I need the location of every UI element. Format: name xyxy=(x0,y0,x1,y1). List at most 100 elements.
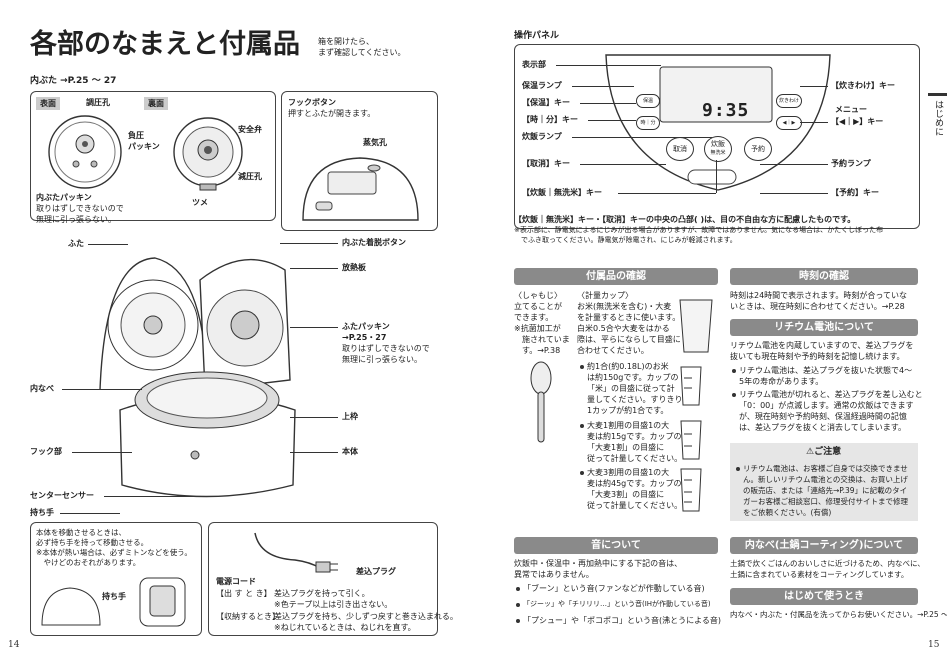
reserve-button-label: 予約 xyxy=(751,145,765,153)
battery-bullet1: リチウム電池は、差込プラグを抜いた状態で4～ 5年の寿命があります。 xyxy=(739,366,913,386)
lid-label: ふた xyxy=(68,239,84,248)
cup-marks-3 xyxy=(680,468,702,512)
menu-select-button[interactable]: 炊きわけ xyxy=(776,94,802,108)
inner-lid-packing: 内ぶたパッキン xyxy=(36,193,92,202)
menu-select-key-label: 【炊きわけ】キー xyxy=(831,81,895,90)
cancel-button-label: 取消 xyxy=(673,145,687,153)
display-leader xyxy=(556,65,661,66)
hook-part-label: フック部 xyxy=(30,447,62,456)
cook-key-leader xyxy=(618,193,716,194)
keep-button[interactable]: 保温 xyxy=(636,94,660,108)
hook-part-leader xyxy=(72,452,132,453)
caution-title: ⚠ご注意 xyxy=(806,447,841,458)
heat-plate-leader xyxy=(290,268,338,269)
keep-lamp-leader xyxy=(572,86,634,87)
cup-text: お米(無洗米を含む)・大麦 を計量するときに使います。 白米0.5合や大麦をはか… xyxy=(577,302,681,355)
caution-dot xyxy=(736,467,740,471)
caution-box xyxy=(730,443,918,521)
keep-lamp-label: 保温ランプ xyxy=(522,81,562,90)
hook-button-note: 押すとふたが開きます。 xyxy=(288,109,376,118)
body-label: 本体 xyxy=(342,447,358,456)
center-sensor-label: センターセンサー xyxy=(30,491,94,500)
handle-illustration xyxy=(41,577,186,627)
arrow-button[interactable]: ◀｜▶ xyxy=(776,116,802,130)
side-tab-bar xyxy=(928,93,947,96)
sound-bullet3-dot xyxy=(516,619,520,623)
sound-bullet2-dot xyxy=(516,603,520,607)
page-title: 各部のなまえと付属品 xyxy=(30,29,300,60)
label-safety-valve: 安全弁 xyxy=(238,125,262,134)
cup-bullet1-dot xyxy=(580,365,584,369)
first-use-header: はじめて使うとき xyxy=(730,588,918,605)
time-button-label: 時｜分 xyxy=(640,120,656,126)
coating-header: 内なべ(土鍋コーティング)について xyxy=(730,537,918,554)
cooker-top-illustration xyxy=(302,157,419,221)
hook-button-title: フックボタン xyxy=(288,98,336,107)
cook-button-sub-label: 無洗米 xyxy=(710,150,726,156)
inner-pot-leader xyxy=(62,389,142,390)
handle-label-top: 持ち手 xyxy=(30,508,54,517)
inner-lid-heading: 内ぶた →P.25 ～ 27 xyxy=(30,76,117,86)
cord-title: 電源コード xyxy=(216,577,256,586)
cup-bullet3: 大麦3割用の目盛1の大 麦は約45gです。カップの 「大麦3割」の目盛に 従って… xyxy=(587,468,683,510)
keep-button-label: 保温 xyxy=(642,98,653,104)
time-key-leader xyxy=(588,120,636,121)
label-pressure-hole: 調圧孔 xyxy=(86,98,110,107)
cord-row2-note: ※ねじれているときは、ねじれを直す。 xyxy=(274,623,416,632)
panel-title: 操作パネル xyxy=(514,31,560,41)
cord-row1-val: 差込プラグを持って引く。 xyxy=(274,589,370,598)
reserve-key-label: 【予約】キー xyxy=(831,188,879,197)
cord-box xyxy=(208,522,438,636)
menu-select-button-label: 炊きわけ xyxy=(778,98,799,104)
sound-bullet3: 「プシュー」や「ポコポコ」という音(沸とうによる音) xyxy=(523,616,721,625)
display-label: 表示部 xyxy=(522,60,546,69)
center-sensor-leader xyxy=(104,496,194,497)
battery-bullet2-dot xyxy=(732,393,736,397)
cord-row2-key: 【収納するとき】 xyxy=(216,612,280,621)
title-note: 箱を開けたら、 まず確認してください。 xyxy=(318,37,406,57)
cup-marks-1 xyxy=(680,366,702,406)
first-use-text: 内なべ・内ぶた・付属品を洗ってからお使いください。→P.25 ～ 27 xyxy=(730,610,947,619)
cup-bullet1: 約1合(約0.18L)のお米 は約150gです。カップの 「米」の目盛に従って計… xyxy=(587,362,683,415)
battery-bullet1-dot xyxy=(732,369,736,373)
label-negative-packing: 負圧 パッキン xyxy=(128,131,160,151)
top-frame-label: 上枠 xyxy=(342,412,358,421)
cook-button[interactable]: 炊飯無洗米 xyxy=(704,136,732,162)
lid-packing-leader xyxy=(290,327,338,328)
panel-note-main: 【炊飯｜無洗米】キー・【取消】キーの中央の凸部( )は、目の不自由な方に配慮した… xyxy=(514,215,856,224)
reserve-button[interactable]: 予約 xyxy=(744,137,772,161)
menu-select-key-leader xyxy=(800,86,828,87)
cancel-key-leader xyxy=(580,164,666,165)
keep-key-label: 【保温】キー xyxy=(522,98,570,107)
page-number-right: 15 xyxy=(928,640,940,650)
cup-bullet2: 大麦1割用の目盛1の大 麦は約15gです。カップの 「大麦1割」の目盛に 従って… xyxy=(587,421,683,463)
time-button[interactable]: 時｜分 xyxy=(636,116,660,130)
handle-label: 持ち手 xyxy=(102,592,126,601)
label-decompress-hole: 減圧孔 xyxy=(238,172,262,181)
side-tab: はじめに xyxy=(933,100,943,136)
cord-row1-key: 【出 す と き】 xyxy=(216,589,272,598)
caution-text: リチウム電池は、お客様ご自身では交換できませ ん。新しいリチウム電池との交換は、… xyxy=(743,464,908,517)
cancel-button[interactable]: 取消 xyxy=(666,137,694,161)
plug-label: 差込プラグ xyxy=(356,567,396,576)
time-key-label: 【時｜分】キー xyxy=(522,115,578,124)
warning-icon: ⚠ xyxy=(806,447,815,457)
inner-lid-button-label: 内ぶた着脱ボタン xyxy=(342,238,406,247)
inner-lid-button-leader xyxy=(280,243,338,244)
inner-lid-back-illustration xyxy=(173,117,243,191)
top-frame-leader xyxy=(290,417,338,418)
reserve-key-leader xyxy=(760,193,828,194)
clock-text: 時刻は24時間で表示されます。時刻が合っていな いときは、現在時刻に合わせてくだ… xyxy=(730,291,907,311)
move-note: 本体を移動させるときは、 必ず持ち手を持って移動させる。 ※本体が熱い場合は、必… xyxy=(36,528,192,567)
display-time: 9:35 xyxy=(702,100,750,121)
paddle-title: 〈しゃもじ〉 xyxy=(514,291,562,300)
plug-illustration xyxy=(254,532,338,573)
menu-key-label: 【◀｜▶】キー xyxy=(831,117,884,126)
lid-leader xyxy=(88,244,128,245)
heat-plate-label: 放熱板 xyxy=(342,263,366,272)
inner-pot-label: 内なべ xyxy=(30,384,54,393)
cup-bullet2-dot xyxy=(580,424,584,428)
label-tab: ツメ xyxy=(192,198,208,207)
sound-bullet1: 「ブーン」という音(ファンなどが作動している音) xyxy=(523,584,705,593)
sound-header: 音について xyxy=(514,537,718,554)
